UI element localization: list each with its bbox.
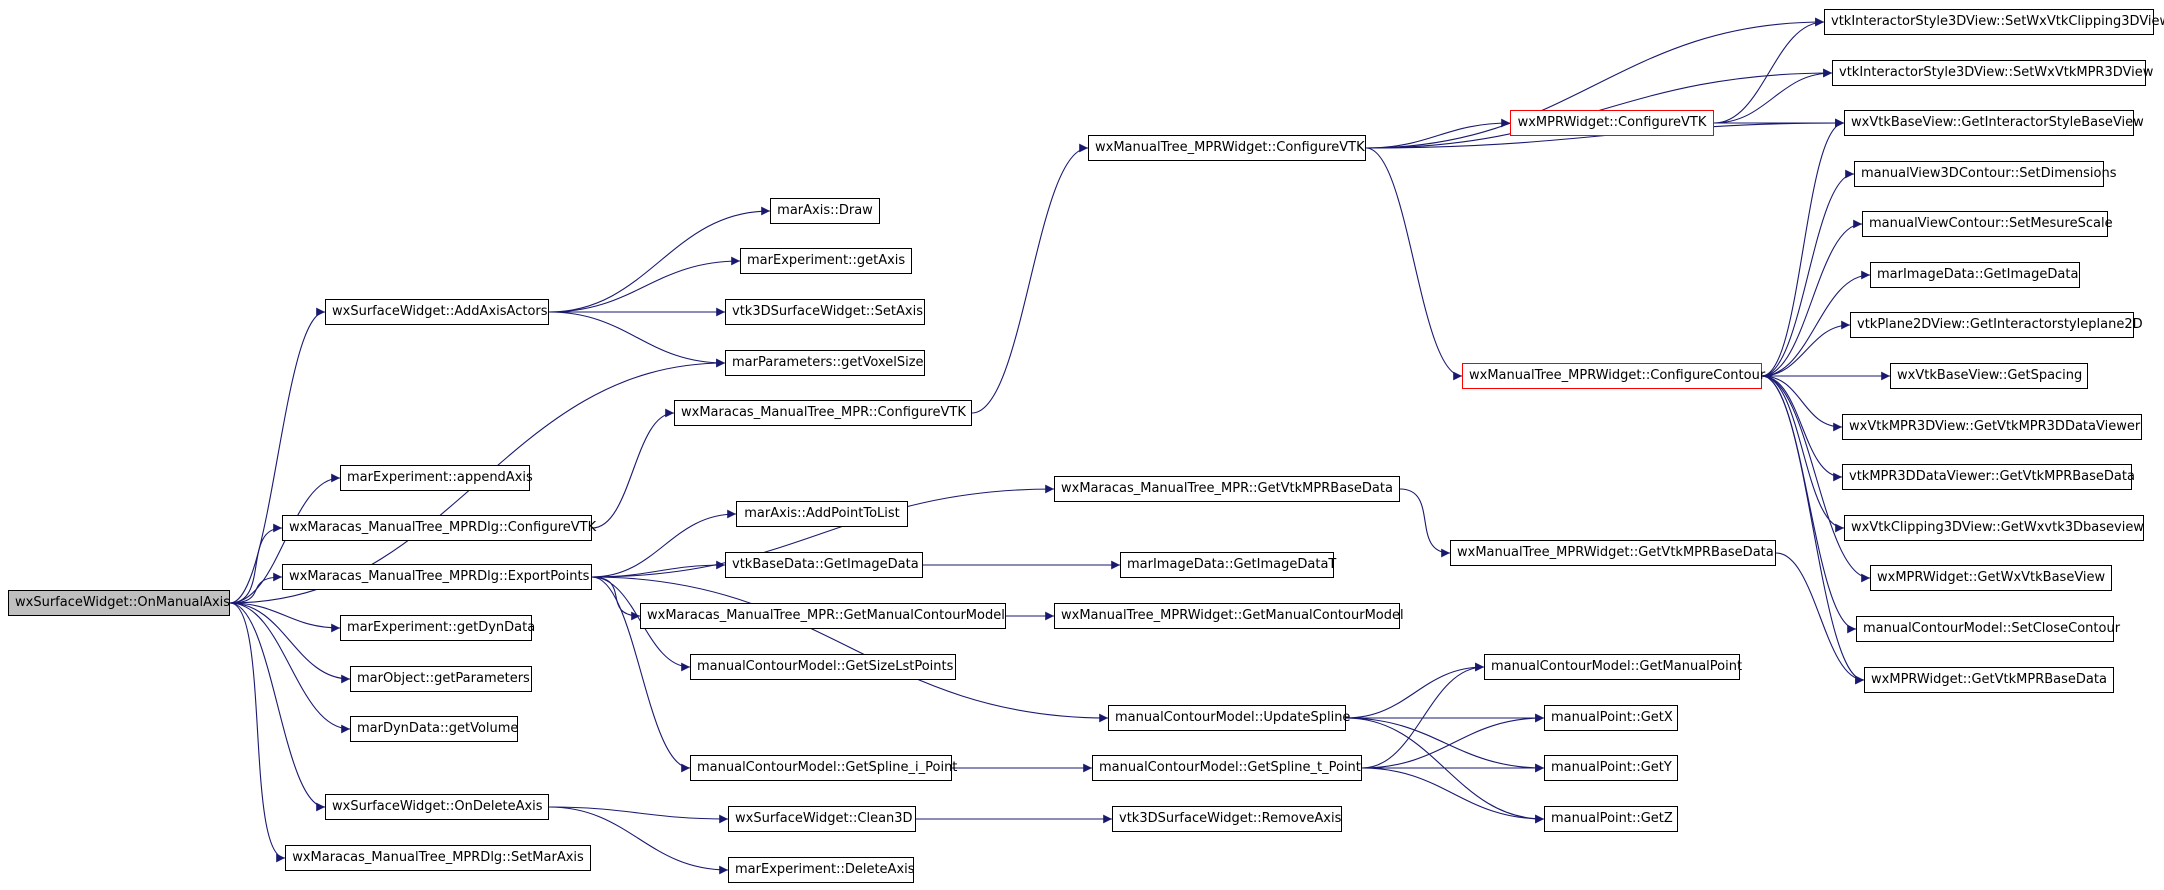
node-widget-get-manual-contour-model[interactable]: wxManualTree_MPRWidget::GetManualContour… [1054, 603, 1404, 629]
edge-getSplineTPoint-to-getManualPoint [1361, 662, 1485, 769]
node-export-points[interactable]: wxMaracas_ManualTree_MPRDlg::ExportPoint… [282, 564, 592, 590]
edge-widgetConfigureContour-to-getWxvtk3Dbaseview [1761, 375, 1845, 533]
edge-widgetConfigureContour-to-dataViewerGetVtkMPRBaseData [1761, 375, 1843, 482]
node-mpr-get-vtk-m-p-r-base-data[interactable]: wxMaracas_ManualTree_MPR::GetVtkMPRBaseD… [1054, 476, 1400, 502]
edge-root-to-getParameters [229, 602, 351, 684]
edge-wxMPRConfigureVTK-to-setWxVtkClipping [1713, 17, 1825, 124]
edge-root-to-getVolume [229, 602, 351, 734]
node-data-viewer-get-vtk-m-p-r-base-data[interactable]: vtkMPR3DDataViewer::GetVtkMPRBaseData [1842, 464, 2135, 490]
edge-mprGetVtkMPRBaseData-to-widgetGetVtkMPRBaseData [1399, 488, 1451, 558]
node-get-voxel-size[interactable]: marParameters::getVoxelSize [725, 350, 925, 376]
edge-onDeleteAxis-to-clean3D [548, 806, 729, 824]
node-get-spline-t-point[interactable]: manualContourModel::GetSpline_t_Point [1092, 755, 1362, 781]
node-wx-m-p-r-configure-v-t-k[interactable]: wxMPRWidget::ConfigureVTK [1510, 110, 1714, 136]
edge-exportPoints-to-getSplineIPoint [591, 576, 691, 773]
node-get-y[interactable]: manualPoint::GetY [1544, 755, 1678, 781]
edge-updateSpline-to-getManualPoint [1345, 662, 1485, 719]
edge-exportPoints-to-addPointToList [591, 509, 737, 578]
node-get-x[interactable]: manualPoint::GetX [1544, 705, 1678, 731]
edge-widgetConfigureVTK-to-wxMPRConfigureVTK [1365, 118, 1511, 149]
node-set-close-contour[interactable]: manualContourModel::SetCloseContour [1856, 616, 2120, 642]
node-on-delete-axis[interactable]: wxSurfaceWidget::OnDeleteAxis [325, 794, 549, 820]
node-widget-configure-contour[interactable]: wxManualTree_MPRWidget::ConfigureContour [1462, 363, 1765, 389]
edge-root-to-exportPoints [229, 572, 283, 604]
edge-widgetConfigureContour-to-wxMPRGetVtkMPRBaseData [1761, 375, 1865, 685]
node-get-interactor-style-base-view[interactable]: wxVtkBaseView::GetInteractorStyleBaseVie… [1844, 110, 2144, 136]
node-set-dimensions[interactable]: manualView3DContour::SetDimensions [1854, 161, 2116, 187]
node-set-wx-vtk-m-p-r3-d[interactable]: vtkInteractorStyle3DView::SetWxVtkMPR3DV… [1832, 60, 2153, 86]
node-get-parameters[interactable]: marObject::getParameters [350, 666, 532, 692]
edge-widgetConfigureContour-to-getWxVtkBaseView [1761, 375, 1871, 583]
node-add-axis-actors[interactable]: wxSurfaceWidget::AddAxisActors [325, 299, 549, 325]
edge-root-to-setMarAxis [229, 602, 286, 863]
node-get-z[interactable]: manualPoint::GetZ [1544, 806, 1678, 832]
edge-exportPoints-to-updateSpline [591, 576, 1109, 723]
node-widget-get-vtk-m-p-r-base-data[interactable]: wxManualTree_MPRWidget::GetVtkMPRBaseDat… [1450, 540, 1776, 566]
edge-mprConfigureVTK-to-widgetConfigureVTK [971, 143, 1089, 414]
node-delete-axis[interactable]: marExperiment::DeleteAxis [728, 857, 915, 883]
edge-root-to-getDynData [229, 602, 341, 633]
edge-addAxisActors-to-getAxis [548, 256, 741, 313]
edge-widgetConfigureContour-to-getInteractorStyleBaseView [1761, 118, 1845, 377]
edge-widgetConfigureContour-to-getVtkMPR3DDataViewer [1761, 375, 1843, 432]
node-get-manual-point[interactable]: manualContourModel::GetManualPoint [1484, 654, 1742, 680]
edge-wxMPRConfigureVTK-to-setWxVtkMPR3D [1713, 68, 1833, 124]
edge-addAxisActors-to-getVoxelSize [548, 311, 726, 368]
node-get-image-data-t[interactable]: marImageData::GetImageDataT [1120, 552, 1336, 578]
node-widget-configure-v-t-k[interactable]: wxManualTree_MPRWidget::ConfigureVTK [1088, 135, 1366, 161]
edge-widgetConfigureContour-to-setDimensions [1761, 169, 1855, 377]
node-get-size-lst-points[interactable]: manualContourModel::GetSizeLstPoints [690, 654, 956, 680]
node-set-axis[interactable]: vtk3DSurfaceWidget::SetAxis [725, 299, 925, 325]
edge-getSplineTPoint-to-getZ [1361, 767, 1545, 824]
edge-onDeleteAxis-to-deleteAxis [548, 806, 729, 875]
node-get-interactorstyleplane2-d[interactable]: vtkPlane2DView::GetInteractorstyleplane2… [1850, 312, 2143, 338]
node-mar-image-get-image-data[interactable]: marImageData::GetImageData [1870, 262, 2080, 288]
edge-widgetConfigureVTK-to-setWxVtkClipping [1365, 17, 1825, 149]
node-mpr-configure-v-t-k[interactable]: wxMaracas_ManualTree_MPR::ConfigureVTK [674, 400, 972, 426]
edge-dlgConfigureVTK-to-mprConfigureVTK [591, 408, 675, 529]
edge-exportPoints-to-vtkBaseDataGetImageData [591, 560, 726, 578]
edge-widgetConfigureContour-to-getInteractorstyleplane2D [1761, 320, 1851, 377]
node-get-axis[interactable]: marExperiment::getAxis [740, 248, 912, 274]
edge-widgetGetVtkMPRBaseData-to-wxMPRGetVtkMPRBaseData [1775, 552, 1865, 685]
edge-root-to-dlgConfigureVTK [229, 523, 283, 604]
node-root[interactable]: wxSurfaceWidget::OnManualAxis [8, 590, 230, 616]
edge-widgetConfigureContour-to-marImageGetImageData [1761, 270, 1871, 377]
node-get-dyn-data[interactable]: marExperiment::getDynData [340, 615, 535, 641]
node-wx-m-p-r-get-vtk-m-p-r-base-data[interactable]: wxMPRWidget::GetVtkMPRBaseData [1864, 667, 2114, 693]
node-append-axis[interactable]: marExperiment::appendAxis [340, 465, 533, 491]
edge-getSplineTPoint-to-getX [1361, 713, 1545, 769]
node-get-vtk-m-p-r3-d-data-viewer[interactable]: wxVtkMPR3DView::GetVtkMPR3DDataViewer [1842, 414, 2142, 440]
node-remove-axis[interactable]: vtk3DSurfaceWidget::RemoveAxis [1112, 806, 1342, 832]
edge-exportPoints-to-mprGetManualContourModel [591, 576, 641, 621]
node-set-wx-vtk-clipping[interactable]: vtkInteractorStyle3DView::SetWxVtkClippi… [1824, 9, 2164, 35]
node-get-spacing[interactable]: wxVtkBaseView::GetSpacing [1890, 363, 2088, 389]
node-mpr-get-manual-contour-model[interactable]: wxMaracas_ManualTree_MPR::GetManualConto… [640, 603, 1006, 629]
edge-root-to-addAxisActors [229, 307, 326, 604]
node-update-spline[interactable]: manualContourModel::UpdateSpline [1108, 705, 1350, 731]
node-get-volume[interactable]: marDynData::getVolume [350, 716, 518, 742]
node-dlg-configure-v-t-k[interactable]: wxMaracas_ManualTree_MPRDlg::ConfigureVT… [282, 515, 596, 541]
node-mar-axis-draw[interactable]: marAxis::Draw [770, 198, 880, 224]
node-clean3-d[interactable]: wxSurfaceWidget::Clean3D [728, 806, 916, 832]
edge-root-to-onDeleteAxis [229, 602, 326, 812]
edge-exportPoints-to-mprGetVtkMPRBaseData [591, 484, 1055, 578]
edge-addAxisActors-to-marAxisDraw [548, 206, 771, 313]
edge-updateSpline-to-getY [1345, 717, 1545, 773]
node-add-point-to-list[interactable]: marAxis::AddPointToList [736, 501, 908, 527]
node-get-spline-i-point[interactable]: manualContourModel::GetSpline_i_Point [690, 755, 957, 781]
node-set-mar-axis[interactable]: wxMaracas_ManualTree_MPRDlg::SetMarAxis [285, 845, 591, 871]
edge-widgetConfigureContour-to-setMesureScale [1761, 219, 1863, 377]
edge-widgetConfigureVTK-to-widgetConfigureContour [1365, 147, 1463, 381]
node-set-mesure-scale[interactable]: manualViewContour::SetMesureScale [1862, 211, 2113, 237]
node-get-wxvtk3-dbaseview[interactable]: wxVtkClipping3DView::GetWxvtk3Dbaseview [1844, 515, 2144, 541]
node-get-wx-vtk-base-view[interactable]: wxMPRWidget::GetWxVtkBaseView [1870, 565, 2112, 591]
node-vtk-base-data-get-image-data[interactable]: vtkBaseData::GetImageData [725, 552, 923, 578]
